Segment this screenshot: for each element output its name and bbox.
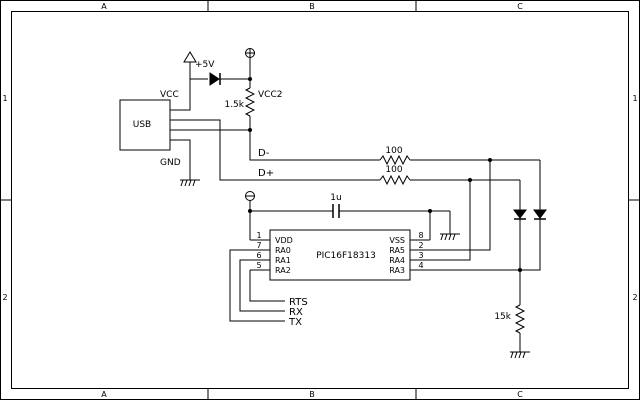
net-label-d-plus: D+ [258, 168, 274, 179]
supply-5v-symbol: +5V [183, 51, 215, 100]
signal-label-rx: RX [289, 307, 303, 318]
usb-connector-label: USB [133, 120, 151, 130]
wire-d-plus-to-ra4 [430, 180, 471, 261]
mcu-left-pins: 1 7 6 5 VDD RA0 RA1 RA2 [250, 231, 293, 275]
col-label-bottom-c: C [517, 390, 523, 399]
diode-d-minus [533, 209, 547, 220]
pin-name-ra4: RA4 [389, 256, 405, 265]
pin-name-ra0: RA0 [275, 246, 291, 255]
col-label-bottom-b: B [309, 390, 315, 399]
wire-usb-vcc [170, 100, 191, 111]
wire-d-minus-to-ra5 [430, 160, 491, 251]
pin-name-ra2: RA2 [275, 266, 291, 275]
row-label-right-1: 1 [632, 94, 637, 103]
usb-gnd-label: GND [160, 158, 181, 168]
pin-num-ra1: 6 [256, 251, 261, 260]
resistor-d-plus-symbol [379, 174, 411, 186]
capacitor-decoupling [332, 204, 340, 218]
wire-usb-d-minus [170, 129, 380, 161]
resistor-d-minus-label: 100 [385, 146, 402, 156]
pin-num-ra5: 2 [418, 241, 423, 250]
vcc2-power-symbol [245, 48, 255, 79]
mcu-body [269, 229, 411, 281]
wire-diode-d-minus-bottom [430, 219, 541, 271]
col-label-bottom-a: A [101, 390, 107, 399]
usb-connector-block [119, 99, 171, 151]
signal-label-rts: RTS [289, 297, 308, 308]
pin-name-ra3: RA3 [389, 266, 405, 275]
pin-name-vss: VSS [389, 236, 405, 245]
resistor-pullup-label: 1.5k [224, 100, 244, 110]
net-label-d-minus: D- [258, 148, 270, 159]
row-label-left-2: 2 [2, 293, 7, 302]
pin-num-ra3: 4 [418, 261, 423, 270]
col-label-top-b: B [309, 2, 315, 11]
col-label-top-a: A [101, 2, 107, 11]
wire-signal-tx [229, 249, 285, 322]
ground-symbol-mcu [440, 233, 460, 241]
ground-symbol-usb [180, 179, 200, 187]
mcu-right-pins: 8 2 3 4 VSS RA5 RA4 RA3 [389, 231, 430, 275]
signal-label-tx: TX [288, 317, 302, 328]
pin-num-ra0: 7 [256, 241, 261, 250]
row-label-right-2: 2 [632, 293, 637, 302]
capacitor-label: 1u [330, 193, 341, 203]
vcc2-label: VCC2 [258, 90, 282, 100]
pin-num-ra4: 3 [418, 251, 423, 260]
wire-signal-rx [239, 259, 285, 312]
pin-name-vdd: VDD [275, 236, 293, 245]
supply-5v-label: +5V [195, 60, 215, 70]
pin-name-ra5: RA5 [389, 246, 405, 255]
row-label-left-1: 1 [2, 94, 7, 103]
wire-usb-gnd [170, 139, 191, 180]
vcc2-power-symbol-mcu [245, 191, 255, 240]
ground-symbol-pulldown [510, 351, 530, 359]
pin-name-ra1: RA1 [275, 256, 291, 265]
resistor-pullup-symbol [244, 87, 256, 117]
wire-usb-d-plus [170, 119, 380, 181]
pin-num-ra2: 5 [256, 261, 261, 270]
mcu-name: PIC16F18313 [316, 251, 376, 261]
pin-num-vss: 8 [418, 231, 423, 240]
pin-num-vdd: 1 [256, 231, 261, 240]
usb-vcc-label: VCC [160, 90, 179, 100]
diode-d-plus [513, 209, 527, 220]
wire-signal-rts [249, 270, 285, 302]
col-label-top-c: C [517, 2, 523, 11]
resistor-d-minus-symbol [379, 154, 411, 166]
diode-supply [209, 72, 221, 86]
resistor-pulldown-symbol [514, 304, 526, 334]
resistor-pulldown-label: 15k [494, 312, 511, 322]
resistor-d-plus-label: 100 [385, 165, 402, 175]
